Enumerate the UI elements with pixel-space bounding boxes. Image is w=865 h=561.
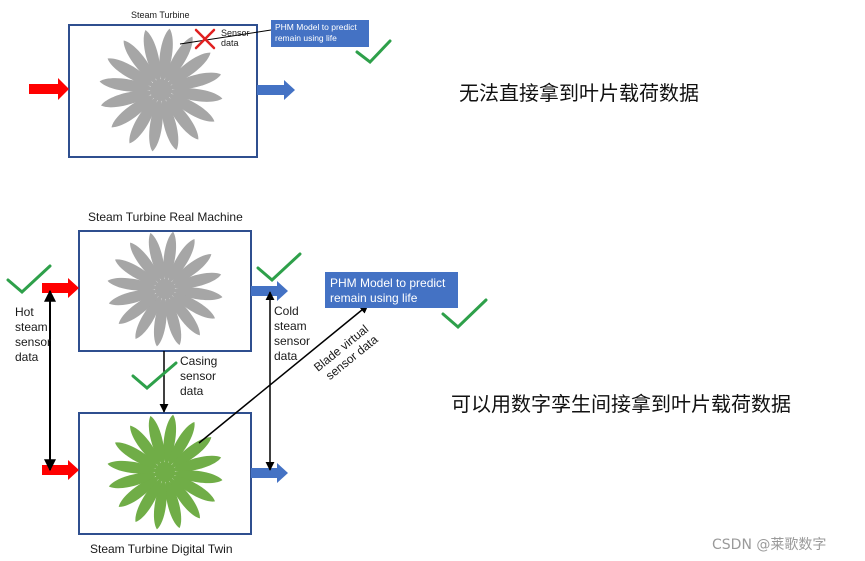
check-icon-phm <box>441 298 488 330</box>
turbine-blade <box>168 239 195 284</box>
turbine-blade <box>129 95 158 144</box>
turbine-blade <box>148 415 165 467</box>
casing-sensor-label: Casing sensor data <box>180 354 218 398</box>
phm-model-box-bottom: PHM Model to predict remain using life <box>325 272 458 308</box>
check-icon-top <box>355 39 392 65</box>
check-icon-cold <box>256 252 302 283</box>
watermark: CSDN @莱歌数字 <box>712 537 827 553</box>
turbine-blade <box>107 460 160 474</box>
turbine-blade <box>130 425 162 468</box>
turbine-blade <box>170 470 223 484</box>
turbine-blade <box>166 52 211 87</box>
turbine-blade <box>170 455 222 472</box>
turbine-blade <box>118 475 161 507</box>
turbine-rotor-twin <box>107 414 223 530</box>
sensor-line-top <box>179 29 272 45</box>
turbine-blade <box>165 477 182 529</box>
turbine-blade <box>135 477 162 522</box>
turbine-blade <box>170 287 223 301</box>
turbine-hub <box>150 79 172 101</box>
phm-model-box-top: PHM Model to predict remain using life <box>271 20 369 47</box>
turbine-blade <box>153 294 167 347</box>
turbine-blade <box>100 90 155 108</box>
turbine-blade <box>164 95 199 140</box>
top-turbine-title: Steam Turbine <box>131 10 190 20</box>
turbine-blade <box>99 78 155 92</box>
turbine-blade <box>167 72 222 90</box>
outlet-arrow-top <box>257 80 295 100</box>
turbine-blade <box>118 292 161 324</box>
turbine-blade <box>108 472 160 489</box>
sensor-data-label: Sensor data <box>221 28 250 48</box>
turbine-blade <box>164 36 193 85</box>
turbine-blade <box>108 289 160 306</box>
turbine-blade <box>159 28 173 84</box>
turbine-blade <box>169 254 212 286</box>
cold-steam-label: Cold steam sensor data <box>274 304 311 363</box>
turbine-rotor-real <box>107 231 223 347</box>
turbine-blade <box>165 294 182 346</box>
turbine-blade <box>153 477 167 530</box>
caption-top: 无法直接拿到叶片载荷数据 <box>459 81 699 105</box>
turbine-blade <box>161 96 179 151</box>
turbine-blade <box>163 414 177 467</box>
turbine-blade <box>166 93 215 122</box>
outlet-arrow-real <box>251 281 288 301</box>
turbine-blade <box>149 96 163 152</box>
turbine-blade <box>163 231 177 284</box>
turbine-blade <box>111 93 156 128</box>
inlet-arrow-twin <box>42 460 79 480</box>
inlet-arrow-top <box>29 78 69 100</box>
hot-steam-label: Hot steam sensor data <box>15 305 52 364</box>
turbine-blade <box>168 422 195 467</box>
turbine-blade <box>168 293 200 336</box>
check-icon-hot <box>6 264 52 295</box>
turbine-blade <box>115 259 160 286</box>
turbine-blade <box>107 277 160 291</box>
turbine-blade <box>170 292 215 319</box>
turbine-blade <box>148 232 165 284</box>
turbine-blade <box>115 442 160 469</box>
turbine-blade <box>168 476 200 519</box>
caption-bottom: 可以用数字孪生间接拿到叶片载荷数据 <box>451 392 791 416</box>
cross-icon <box>194 28 216 50</box>
inlet-arrow-real <box>42 278 79 298</box>
turbine-blade <box>170 272 222 289</box>
turbine-blade <box>135 294 162 339</box>
blade-virtual-label: Blade virtual sensor data <box>311 320 383 385</box>
blade-data-arrow <box>198 304 369 444</box>
turbine-hub <box>155 279 175 299</box>
turbine-blade <box>123 40 158 85</box>
turbine-blade <box>167 88 223 102</box>
turbine-hub <box>155 462 175 482</box>
outlet-arrow-twin <box>251 463 288 483</box>
turbine-blade <box>143 29 161 84</box>
turbine-blade <box>130 242 162 285</box>
real-machine-title: Steam Turbine Real Machine <box>88 210 243 224</box>
check-icon-casing <box>131 361 178 390</box>
turbine-blade <box>169 437 212 469</box>
turbine-blade <box>170 475 215 502</box>
turbine-blade <box>107 58 156 87</box>
digital-twin-title: Steam Turbine Digital Twin <box>90 542 233 556</box>
turbine-rotor-top <box>99 28 223 152</box>
